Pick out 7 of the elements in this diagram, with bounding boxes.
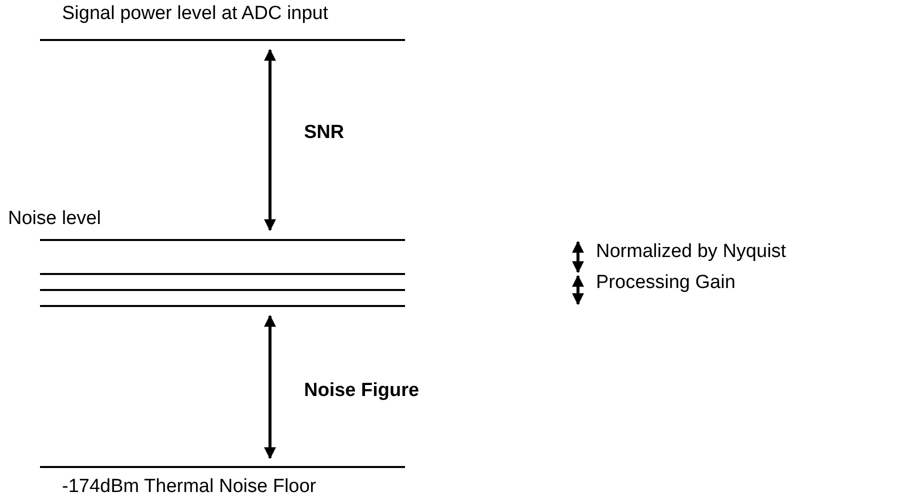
- dimension-label: Processing Gain: [596, 272, 736, 294]
- level-label: Signal power level at ADC input: [62, 3, 328, 25]
- dimension-label: Noise Figure: [304, 380, 420, 402]
- dimension-label: SNR: [304, 122, 344, 144]
- level-label: Noise level: [8, 208, 101, 230]
- dimension-label: Normalized by Nyquist: [596, 241, 786, 263]
- level-label: -174dBm Thermal Noise Floor: [62, 476, 316, 498]
